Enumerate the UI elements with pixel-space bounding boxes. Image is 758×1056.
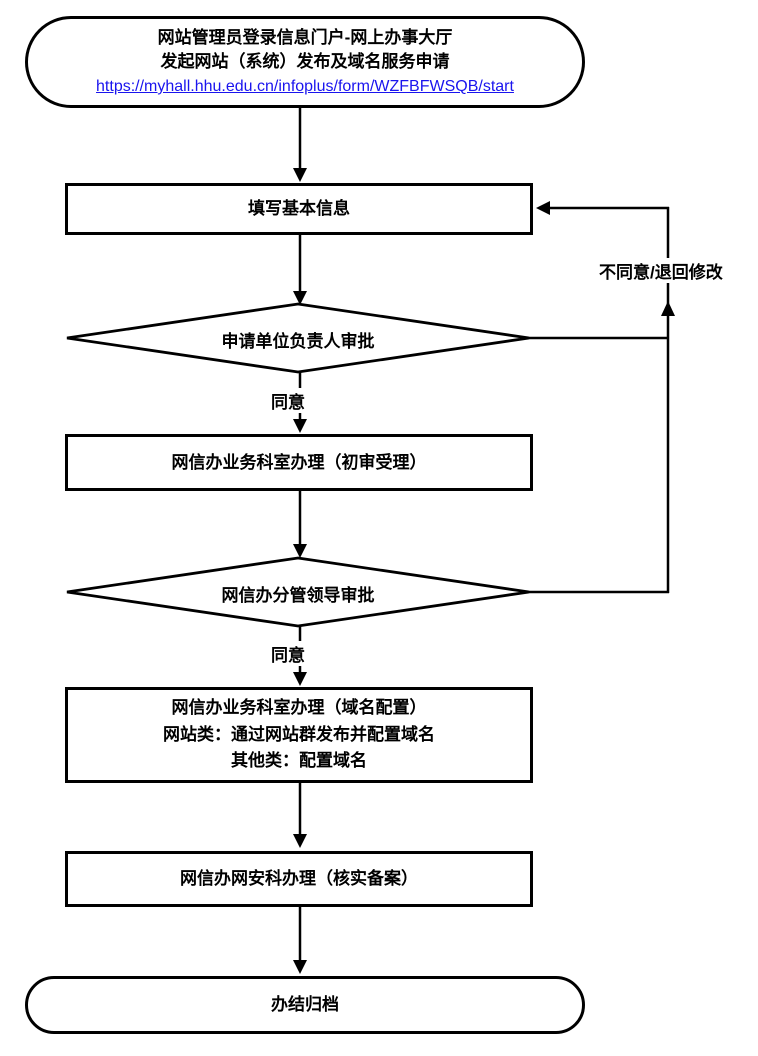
edge-label-reject: 不同意/退回修改 — [596, 258, 726, 283]
edge-label-agree-2: 同意 — [268, 641, 308, 666]
step-initial-review-label: 网信办业务科室办理（初审受理） — [171, 452, 427, 472]
arrowhead-down-icon — [293, 168, 307, 182]
start-line-2: 发起网站（系统）发布及域名服务申请 — [160, 52, 450, 72]
decision-division-leader-approval-label: 网信办分管领导审批 — [221, 586, 375, 605]
step-security-filing: 网信办网安科办理（核实备案） — [65, 851, 533, 907]
step-domain-config: 网信办业务科室办理（域名配置） 网站类：通过网站群发布并配置域名 其他类：配置域… — [65, 687, 533, 783]
step-fill-basic-info: 填写基本信息 — [65, 183, 533, 235]
start-line-1: 网站管理员登录信息门户-网上办事大厅 — [157, 27, 453, 47]
step-fill-basic-info-label: 填写基本信息 — [248, 199, 350, 219]
step-domain-config-line-2: 网站类：通过网站群发布并配置域名 — [163, 724, 435, 744]
arrowhead-down-icon — [293, 419, 307, 433]
decision-diamond-division-leader — [66, 556, 530, 628]
decision-diamond-unit-leader — [66, 302, 530, 374]
arrowhead-down-icon — [293, 544, 307, 558]
step-domain-config-line-1: 网信办业务科室办理（域名配置） — [171, 698, 427, 718]
arrowhead-down-icon — [293, 672, 307, 686]
end-terminator-label: 办结归档 — [271, 995, 339, 1015]
arrowhead-down-icon — [293, 291, 307, 305]
arrowhead-left-icon — [536, 201, 550, 215]
decision-unit-leader-approval-label: 申请单位负责人审批 — [221, 332, 375, 351]
edge-label-agree-1: 同意 — [268, 388, 308, 413]
step-domain-config-line-3: 其他类：配置域名 — [231, 751, 367, 771]
arrowhead-up-icon — [661, 301, 675, 316]
start-url-link[interactable]: https://myhall.hhu.edu.cn/infoplus/form/… — [96, 78, 514, 96]
step-security-filing-label: 网信办网安科办理（核实备案） — [180, 869, 418, 889]
end-terminator: 办结归档 — [25, 976, 585, 1034]
arrowhead-down-icon — [293, 834, 307, 848]
start-terminator: 网站管理员登录信息门户-网上办事大厅 发起网站（系统）发布及域名服务申请 htt… — [25, 16, 585, 108]
arrowhead-down-icon — [293, 960, 307, 974]
step-initial-review: 网信办业务科室办理（初审受理） — [65, 434, 533, 491]
